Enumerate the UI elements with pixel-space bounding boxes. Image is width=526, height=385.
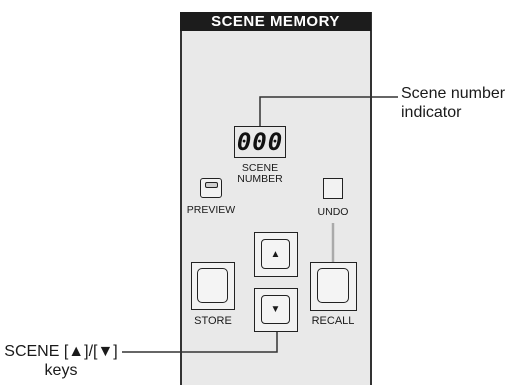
preview-led-icon <box>205 182 218 188</box>
store-key-cap <box>197 268 228 303</box>
scene-number-label-line1: SCENE <box>241 162 279 174</box>
scene-number-display: 000 <box>234 126 286 158</box>
recall-label: RECALL <box>311 315 355 327</box>
scene-up-button[interactable]: ▲ <box>254 232 298 277</box>
scene-number-callout-line2: indicator <box>401 104 462 121</box>
down-arrow-icon: ▼ <box>261 295 290 324</box>
scene-number-callout-line1: Scene number <box>401 85 506 102</box>
scene-number-label-line2: NUMBER <box>237 173 283 185</box>
scene-keys-callout-line1: SCENE [▲]/[▼] <box>4 343 118 360</box>
scene-number-leader <box>259 96 398 126</box>
scene-down-button[interactable]: ▼ <box>254 288 298 332</box>
store-label: STORE <box>194 315 232 327</box>
scene-keys-callout: SCENE [▲]/[▼] keys <box>0 342 122 380</box>
scene-keys-callout-line2: keys <box>44 362 78 379</box>
undo-label: UNDO <box>317 206 349 218</box>
keys-leader <box>122 332 278 353</box>
scene-number-label: SCENE NUMBER <box>230 163 290 185</box>
preview-label: PREVIEW <box>186 204 236 216</box>
panel-left-edge <box>180 12 182 385</box>
recall-button[interactable] <box>310 262 357 311</box>
scene-number-callout: Scene number indicator <box>401 84 526 122</box>
preview-button[interactable] <box>200 178 222 198</box>
store-button[interactable] <box>191 262 235 310</box>
panel-right-edge <box>370 12 372 385</box>
scene-number-value: 000 <box>236 128 284 156</box>
recall-key-cap <box>317 268 349 303</box>
undo-button[interactable] <box>323 178 343 199</box>
up-arrow-icon: ▲ <box>261 239 290 269</box>
panel-title: SCENE MEMORY <box>180 12 371 31</box>
